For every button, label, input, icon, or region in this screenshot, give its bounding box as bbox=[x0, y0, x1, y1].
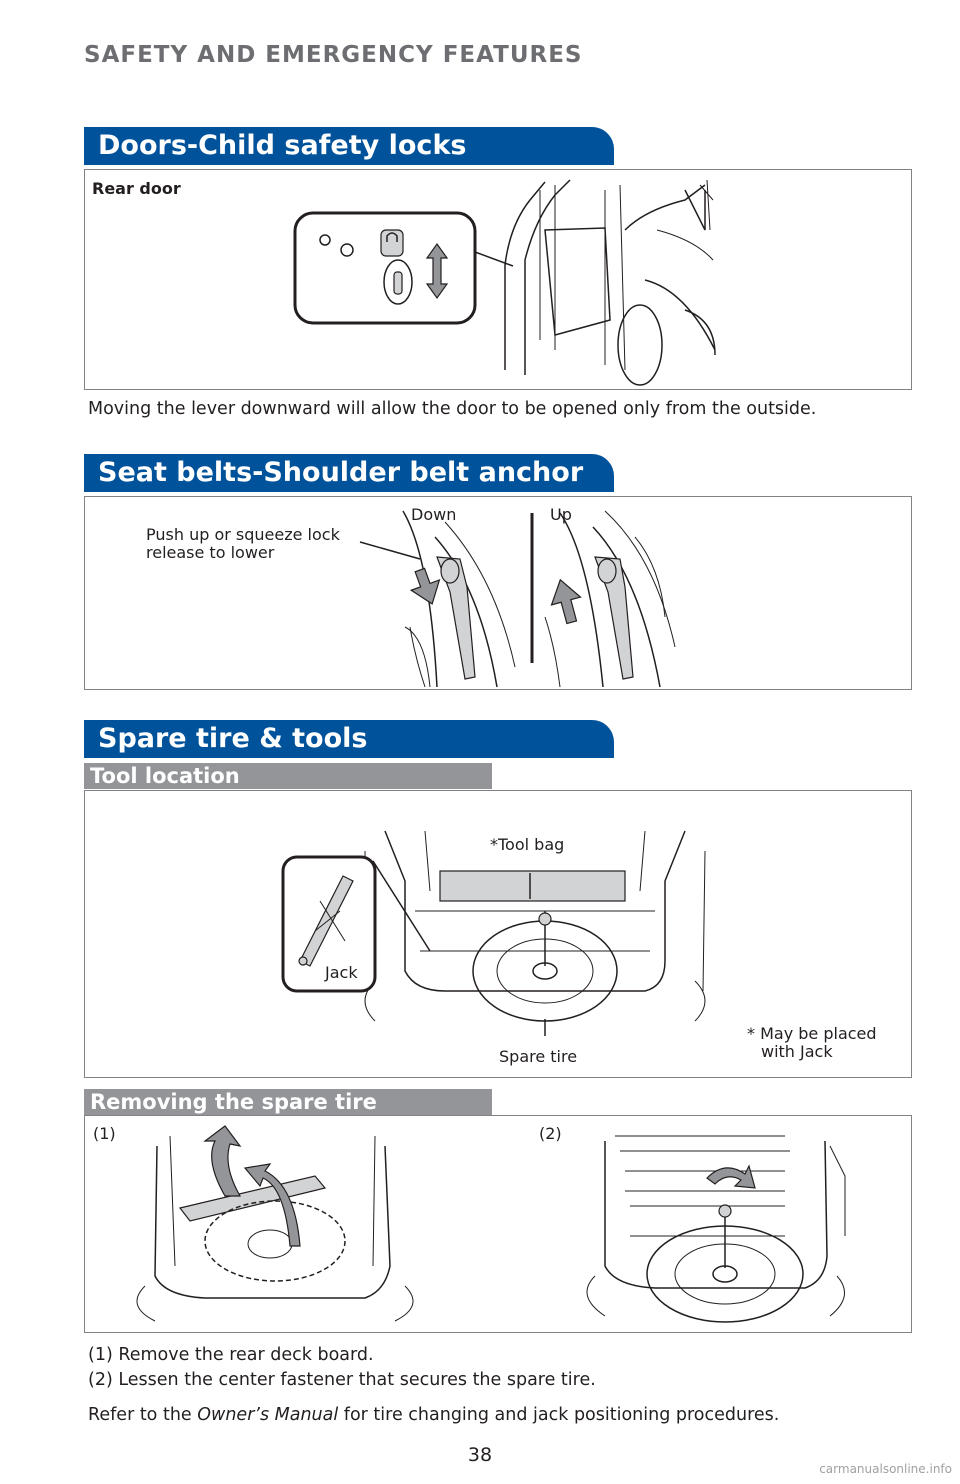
shoulder-belt-illustration bbox=[359, 510, 676, 688]
label-step-1: (1) bbox=[93, 1124, 116, 1143]
figure-shoulder-belt-anchor: Push up or squeeze lock release to lower… bbox=[84, 496, 912, 690]
label-step-2: (2) bbox=[539, 1124, 562, 1143]
child-locks-caption: Moving the lever downward will allow the… bbox=[88, 399, 817, 419]
label-jack: Jack bbox=[325, 963, 358, 982]
note-may-be-placed-line2: with Jack bbox=[761, 1042, 833, 1061]
refer-owners-manual: Refer to the Owner’s Manual for tire cha… bbox=[88, 1405, 779, 1425]
label-down: Down bbox=[411, 505, 457, 524]
watermark: carmanualsonline.info bbox=[819, 1462, 952, 1476]
refer-prefix: Refer to the bbox=[88, 1405, 198, 1425]
refer-suffix: for tire changing and jack positioning p… bbox=[338, 1405, 780, 1425]
figure-tool-location: *Tool bag Jack Spare tire * May be place… bbox=[84, 790, 912, 1078]
section-banner-child-locks: Doors-Child safety locks bbox=[84, 127, 614, 165]
figure-label-rear-door: Rear door bbox=[92, 179, 181, 198]
step-2-text: (2) Lessen the center fastener that secu… bbox=[88, 1370, 596, 1390]
page-header-title: SAFETY AND EMERGENCY FEATURES bbox=[84, 42, 583, 68]
owners-manual-title: Owner’s Manual bbox=[197, 1405, 339, 1425]
note-may-be-placed-line1: * May be placed bbox=[747, 1024, 877, 1043]
removing-spare-illustration bbox=[136, 1125, 846, 1323]
rear-door-illustration bbox=[293, 179, 716, 386]
figure-rear-door: Rear door bbox=[84, 169, 912, 390]
sub-banner-removing-spare: Removing the spare tire bbox=[84, 1089, 492, 1115]
sub-banner-tool-location: Tool location bbox=[84, 763, 492, 789]
section-banner-seat-belts: Seat belts-Shoulder belt anchor bbox=[84, 454, 614, 492]
callout-push-up-line2: release to lower bbox=[146, 543, 275, 562]
figure-removing-spare-tire: (1) (2) bbox=[84, 1115, 912, 1333]
label-spare-tire: Spare tire bbox=[499, 1047, 578, 1066]
callout-push-up-line1: Push up or squeeze lock bbox=[146, 525, 340, 544]
page-number: 38 bbox=[467, 1444, 493, 1466]
label-tool-bag: *Tool bag bbox=[488, 835, 567, 854]
tool-location-illustration bbox=[281, 830, 706, 1036]
section-banner-spare-tire: Spare tire & tools bbox=[84, 720, 614, 758]
step-1-text: (1) Remove the rear deck board. bbox=[88, 1345, 374, 1365]
